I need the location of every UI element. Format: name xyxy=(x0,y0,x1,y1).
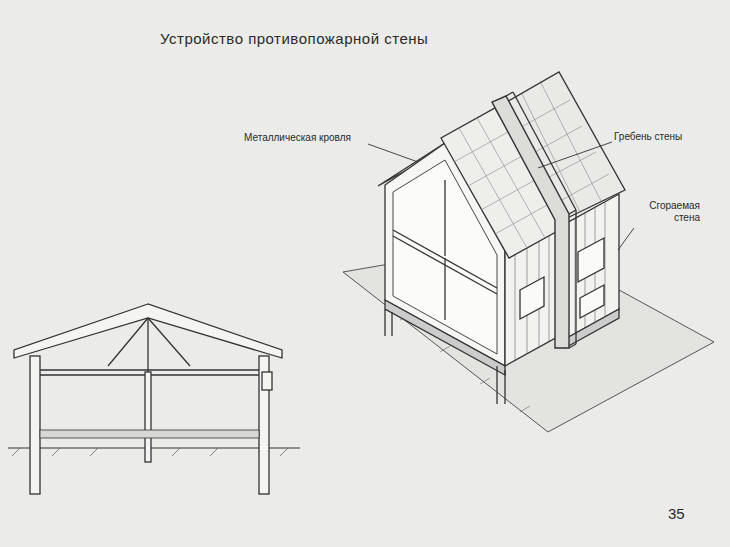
part-label: Гребень стены xyxy=(614,131,682,143)
house-isometric xyxy=(343,72,714,432)
part-label: Сгораемая стена xyxy=(634,200,700,223)
leader-lines xyxy=(368,142,634,250)
cross-section xyxy=(8,304,300,494)
part-label: Металлическая кровля xyxy=(244,132,351,144)
page-number: 35 xyxy=(668,505,685,522)
title: Устройство противопожарной стены xyxy=(160,30,428,47)
